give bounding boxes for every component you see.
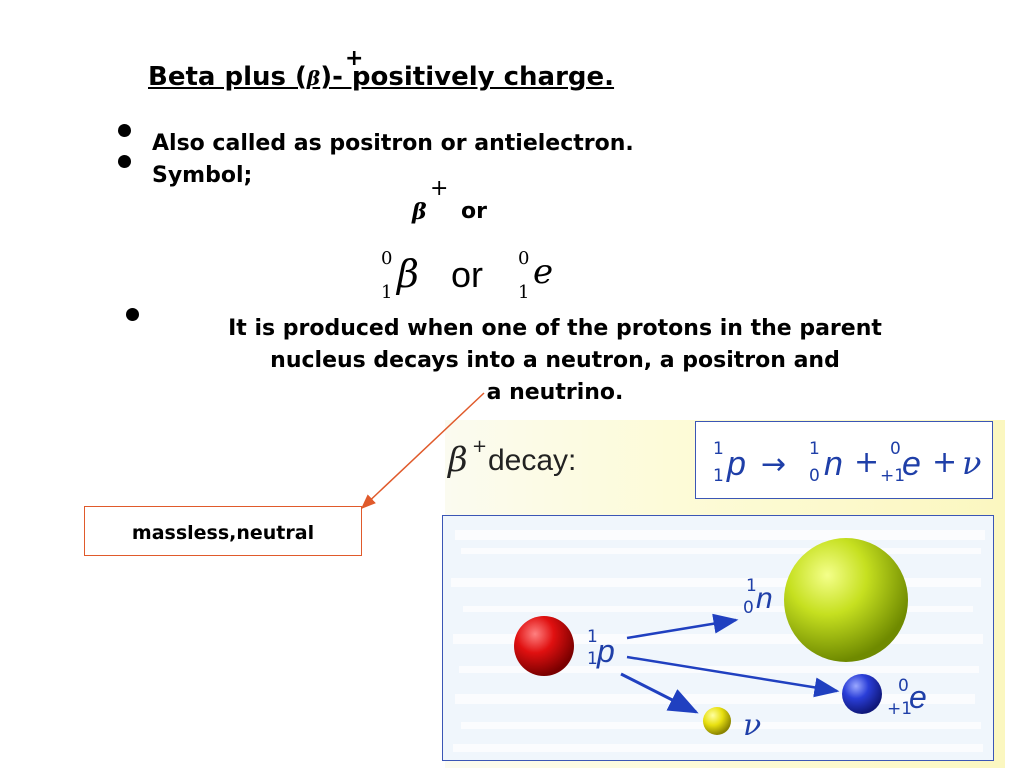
diag-p-mass: 1 (587, 627, 598, 647)
diag-proton-symbol: p (597, 633, 615, 669)
bullet-dot (126, 308, 139, 321)
diag-neutrino-symbol: ν (743, 708, 762, 743)
paragraph-line: It is produced when one of the protons i… (228, 316, 882, 341)
eq-neutrino: ν (962, 444, 982, 482)
eq-n-mass: 1 (809, 439, 820, 459)
callout-arrow (360, 392, 485, 510)
bullet-text-positron: Also called as positron or antielectron. (152, 131, 634, 156)
eq-positron: e (902, 445, 921, 483)
title-plus-sup: + (345, 46, 364, 71)
arrow-to-neutrino (620, 672, 699, 714)
beta-mass-number: 0 (381, 248, 393, 269)
arrow-icon: → (761, 447, 787, 482)
decay-label-text: decay: (488, 444, 577, 477)
slide-title: Beta plus (β +)- positively charge. (148, 46, 615, 92)
decay-equation-box: 1 1 p → 1 0 n + 0 +1 e + ν (695, 421, 993, 499)
eq-e-mass: 0 (890, 439, 901, 459)
symbol-beta: β (412, 199, 427, 225)
eq-proton: p (727, 445, 746, 483)
diag-n-mass: 1 (746, 576, 757, 596)
neutrino-callout: massless,neutral (84, 506, 362, 556)
eq-p-mass: 1 (713, 439, 724, 459)
positron-ball (842, 674, 882, 714)
diag-positron-symbol: e (909, 679, 927, 715)
neutrino-ball (703, 707, 731, 735)
title-text-start: Beta plus ( (148, 62, 307, 92)
decay-label-plus: + (472, 436, 488, 457)
eq-neutron: n (824, 445, 843, 483)
symbol-or-text: or (461, 199, 487, 224)
diag-neutron-symbol: n (756, 582, 773, 615)
symbol-or-large: or (451, 254, 484, 295)
arrow-to-neutron (626, 613, 739, 640)
electron-mass-number: 0 (518, 248, 530, 269)
paragraph-line: a neutrino. (486, 380, 624, 405)
eq-e-atomic: +1 (880, 466, 906, 486)
diag-e-mass: 0 (898, 676, 909, 696)
bullet-text-symbol: Symbol; (152, 163, 253, 188)
eq-n-atomic: 0 (809, 466, 820, 486)
beta-symbol-large: β (397, 252, 419, 296)
bullet-dot (118, 155, 131, 168)
beta-atomic-number: 1 (381, 282, 393, 303)
decay-diagram: 1 1 p 1 0 n 0 +1 e ν (442, 515, 994, 761)
title-text-end: )- positively charge. (320, 62, 615, 92)
production-paragraph: It is produced when one of the protons i… (150, 313, 960, 409)
title-beta-symbol: β (306, 66, 321, 90)
diag-n-atomic: 0 (743, 598, 754, 618)
arrow-to-positron (626, 655, 840, 698)
electron-atomic-number: 1 (518, 282, 530, 303)
proton-ball (514, 616, 574, 676)
electron-symbol: e (533, 252, 554, 292)
plus-icon: + (932, 445, 958, 480)
symbol-plus: + (430, 176, 449, 201)
decay-diagram-graphic (451, 530, 985, 752)
bullet-dot (118, 124, 131, 137)
neutron-ball (784, 538, 908, 662)
paragraph-line: nucleus decays into a neutron, a positro… (270, 348, 840, 373)
eq-p-atomic: 1 (713, 466, 724, 486)
diag-e-atomic: +1 (887, 699, 913, 719)
plus-icon: + (854, 445, 880, 480)
decay-label-beta: β (448, 440, 468, 480)
diag-p-atomic: 1 (587, 649, 598, 669)
